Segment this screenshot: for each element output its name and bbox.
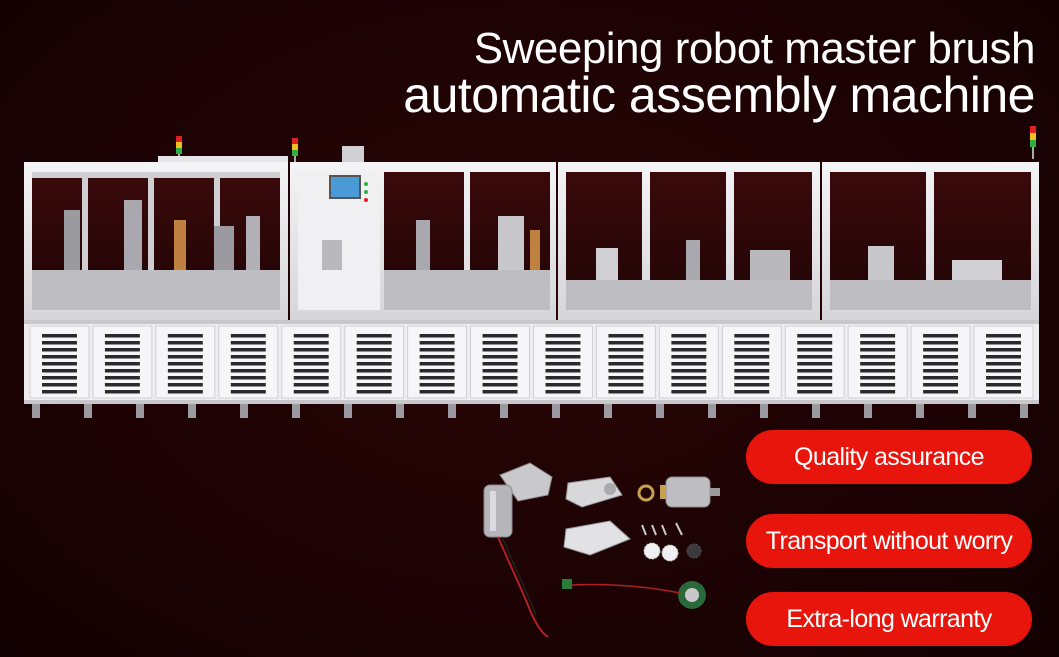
caster <box>916 404 924 418</box>
assembly-machine-illustration <box>24 120 1039 430</box>
caster <box>552 404 560 418</box>
dc-motor <box>660 476 720 508</box>
screws <box>641 522 683 536</box>
caster <box>656 404 664 418</box>
caster <box>500 404 508 418</box>
caster <box>188 404 196 418</box>
caster <box>136 404 144 418</box>
caster <box>812 404 820 418</box>
badge-warranty: Extra-long warranty <box>746 592 1032 646</box>
machine-module-2 <box>290 162 556 320</box>
caster <box>708 404 716 418</box>
gear-motor-parts-illustration <box>470 455 740 645</box>
title-line-2: automatic assembly machine <box>403 67 1035 123</box>
caster <box>292 404 300 418</box>
cabinet-doors <box>29 325 1034 399</box>
signal-tower-3 <box>1030 126 1036 159</box>
caster <box>240 404 248 418</box>
caster <box>604 404 612 418</box>
caster <box>32 404 40 418</box>
badge-transport: Transport without worry <box>746 514 1032 568</box>
caster <box>84 404 92 418</box>
sensor-pcb <box>562 579 572 589</box>
title-line-1: Sweeping robot master brush <box>473 24 1036 73</box>
gearbox-housing-bottom <box>563 520 631 556</box>
caster <box>344 404 352 418</box>
gear-white-2 <box>661 544 679 562</box>
gear-dark <box>686 543 702 559</box>
badge-quality-assurance: Quality assurance <box>746 430 1032 484</box>
machine-module-1 <box>24 162 288 320</box>
machine-module-3 <box>558 162 820 320</box>
caster <box>760 404 768 418</box>
gear-white-1 <box>643 542 661 560</box>
machine-module-4 <box>822 162 1039 320</box>
casters <box>32 404 1028 418</box>
brass-ring <box>637 484 655 502</box>
caster <box>448 404 456 418</box>
caster <box>864 404 872 418</box>
caster <box>1020 404 1028 418</box>
caster <box>968 404 976 418</box>
signal-tower-2 <box>292 138 298 162</box>
assembled-gear-motor <box>483 462 553 638</box>
caster <box>396 404 404 418</box>
